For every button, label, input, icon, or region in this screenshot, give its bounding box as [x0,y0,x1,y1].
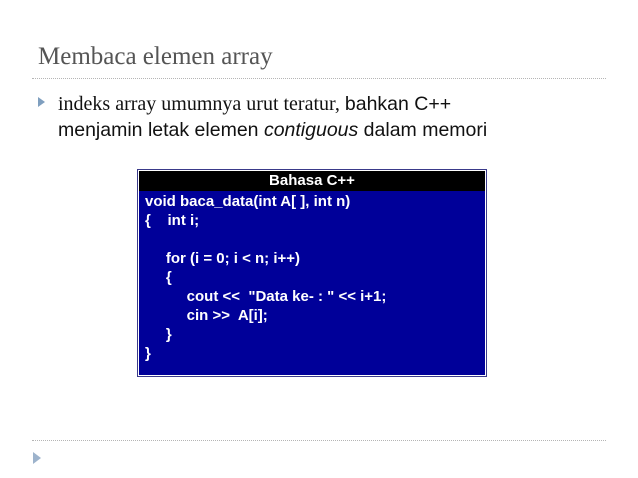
slide-title: Membaca elemen array [38,43,273,70]
title-divider [32,78,606,79]
code-line: void baca_data(int A[ ], int n) [145,193,351,210]
triangle-bullet-icon [38,97,45,107]
code-body: void baca_data(int A[ ], int n) { int i;… [139,191,485,363]
code-line: { int i; [145,212,200,229]
code-line: } [145,345,151,362]
bullet-text-italic: contiguous [263,119,359,141]
code-line: cout << "Data ke- : " << i+1; [145,288,387,305]
code-line: for (i = 0; i < n; i++) [145,250,301,267]
triangle-nav-icon[interactable] [33,452,41,464]
code-box: Bahasa C++ void baca_data(int A[ ], int … [138,170,486,376]
bullet-text-part3: menjamin letak elemen [58,119,264,141]
code-line [145,230,479,249]
code-line: { [145,269,172,286]
footer-divider [32,440,606,441]
bullet-text: indeks array umumnya urut teratur, bahka… [58,91,578,143]
code-line: } [145,326,172,343]
bullet-text-part2: bahkan C++ [344,93,452,115]
bullet-text-part5: dalam memori [358,119,488,141]
code-header: Bahasa C++ [139,171,485,191]
code-line: cin >> A[i]; [145,307,268,324]
bullet-text-part1: indeks array umumnya urut teratur, [58,93,345,115]
